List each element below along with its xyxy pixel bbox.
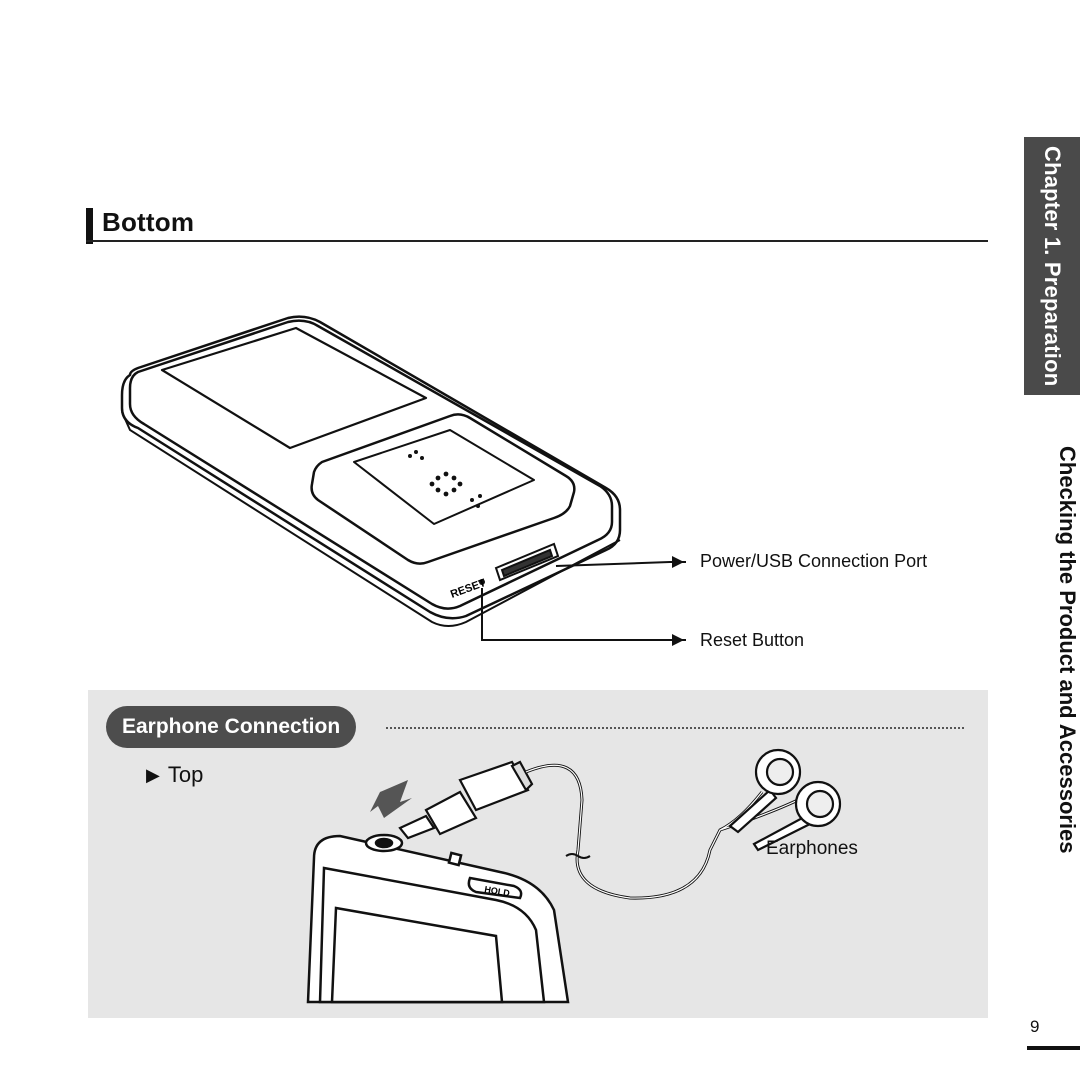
page-number-rule <box>1027 1046 1080 1050</box>
chapter-tab <box>1024 137 1080 395</box>
player-bottom-illustration: RESET <box>120 315 686 646</box>
earphone-section-title: Earphone Connection <box>106 706 357 748</box>
earphone-illustration: HOLD <box>306 748 842 1004</box>
earphones-label: Earphones <box>766 838 858 859</box>
play-triangle-icon <box>672 634 684 646</box>
play-triangle-icon <box>672 556 684 568</box>
insert-arrow-icon <box>370 780 412 818</box>
top-label-text: Top <box>167 762 204 787</box>
chapter-tab-label: Chapter 1. Preparation <box>1040 145 1065 387</box>
play-triangle-icon: ▶ <box>146 764 160 785</box>
section-marker <box>86 208 93 244</box>
top-view-label: ▶ Top <box>146 762 203 788</box>
dotted-divider <box>386 727 964 729</box>
callout-power-usb: Power/USB Connection Port <box>700 551 928 571</box>
callout-reset: Reset Button <box>700 630 805 650</box>
section-divider <box>86 240 988 242</box>
hold-print: HOLD <box>484 884 511 898</box>
chapter-subtitle: Checking the Product and Accessories <box>1055 446 1080 854</box>
page-number: 9 <box>1030 1017 1040 1036</box>
section-title: Bottom <box>102 207 195 237</box>
